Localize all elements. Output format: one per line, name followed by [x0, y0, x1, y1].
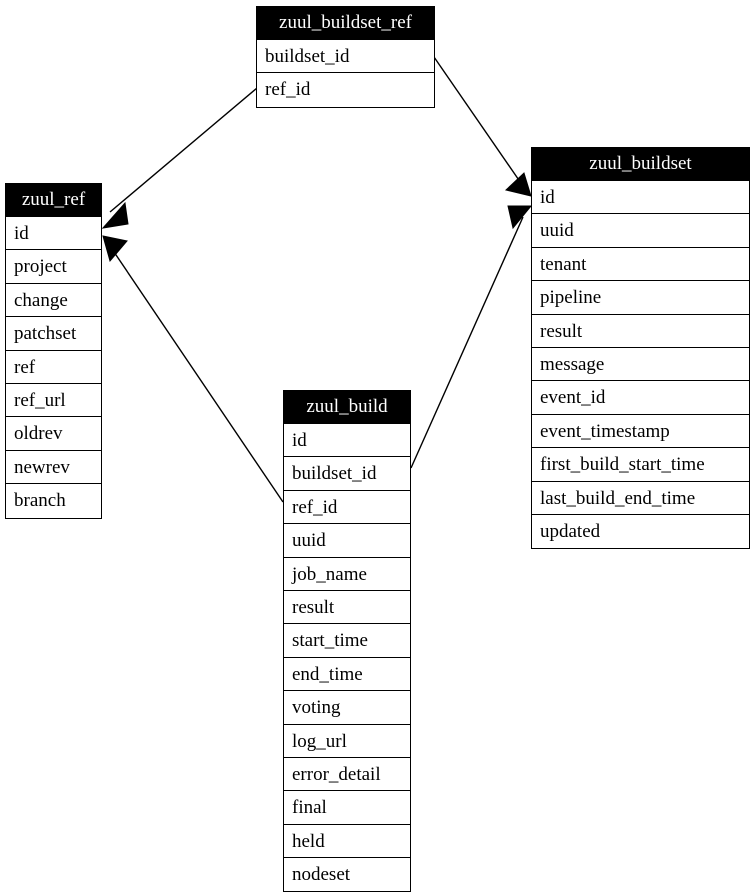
- attribute-list: id uuid tenant pipeline result message e…: [532, 181, 749, 548]
- attribute-row[interactable]: uuid: [532, 214, 749, 248]
- entity-zuul_ref[interactable]: zuul_ref id project change patchset ref …: [5, 183, 102, 519]
- attribute-row[interactable]: message: [532, 348, 749, 382]
- attribute-row[interactable]: log_url: [284, 725, 410, 758]
- entity-title: zuul_ref: [6, 184, 101, 217]
- attribute-row[interactable]: voting: [284, 691, 410, 725]
- entity-zuul_build[interactable]: zuul_build id buildset_id ref_id uuid jo…: [283, 390, 411, 893]
- entity-title: zuul_buildset: [532, 148, 749, 181]
- arrowhead-icon: [504, 172, 532, 197]
- attribute-row[interactable]: ref_id: [265, 79, 311, 101]
- entity-zuul_buildset[interactable]: zuul_buildset id uuid tenant pipeline re…: [531, 147, 750, 550]
- entity-title: zuul_build: [284, 391, 410, 424]
- attribute-row[interactable]: id: [284, 424, 410, 458]
- attribute-row[interactable]: ref_id: [284, 491, 410, 525]
- attribute-row[interactable]: result: [284, 591, 410, 625]
- entity-zuul_buildset_ref[interactable]: zuul_buildset_ref buildset_id ref_id: [256, 6, 435, 108]
- attribute-row[interactable]: job_name: [284, 558, 410, 591]
- attribute-row[interactable]: end_time: [284, 658, 410, 692]
- attribute-row[interactable]: start_time: [284, 624, 410, 658]
- relationship-line: [433, 56, 524, 187]
- attribute-row[interactable]: uuid: [284, 524, 410, 558]
- attribute-row[interactable]: event_id: [532, 381, 749, 415]
- attribute-row[interactable]: final: [284, 791, 410, 825]
- entity-title: zuul_buildset_ref: [257, 7, 434, 40]
- attribute-list: id project change patchset ref ref_url o…: [6, 217, 101, 518]
- attribute-row[interactable]: event_timestamp: [532, 415, 749, 449]
- attribute-row[interactable]: buildset_id: [257, 40, 434, 74]
- attribute-row[interactable]: error_detail: [284, 758, 410, 792]
- attribute-row[interactable]: result: [532, 315, 749, 348]
- attribute-row[interactable]: id: [532, 181, 749, 215]
- attribute-list: id buildset_id ref_id uuid job_name resu…: [284, 424, 410, 891]
- attribute-row[interactable]: last_build_end_time: [532, 482, 749, 515]
- attribute-row[interactable]: project: [6, 250, 101, 284]
- attribute-row[interactable]: ref: [6, 351, 101, 384]
- attribute-row[interactable]: id: [6, 217, 101, 251]
- arrowhead-icon: [101, 201, 129, 229]
- attribute-row[interactable]: nodeset: [292, 864, 351, 886]
- relationship-line: [111, 248, 284, 503]
- attribute-row[interactable]: first_build_start_time: [532, 448, 749, 482]
- attribute-row[interactable]: newrev: [6, 451, 101, 485]
- attribute-row[interactable]: patchset: [6, 317, 101, 351]
- attribute-list: buildset_id ref_id: [257, 40, 434, 107]
- arrowhead-icon: [102, 235, 128, 263]
- arrowhead-icon: [507, 205, 533, 230]
- attribute-row[interactable]: pipeline: [532, 281, 749, 315]
- attribute-row[interactable]: change: [6, 284, 101, 318]
- attribute-row[interactable]: tenant: [532, 248, 749, 282]
- attribute-row[interactable]: oldrev: [6, 417, 101, 451]
- attribute-row[interactable]: updated: [540, 520, 601, 542]
- attribute-row[interactable]: held: [284, 825, 410, 859]
- attribute-row[interactable]: buildset_id: [284, 457, 410, 491]
- attribute-row[interactable]: branch: [14, 490, 66, 512]
- relationship-line: [410, 216, 524, 469]
- relationship-line: [109, 87, 258, 213]
- attribute-row[interactable]: ref_url: [6, 384, 101, 418]
